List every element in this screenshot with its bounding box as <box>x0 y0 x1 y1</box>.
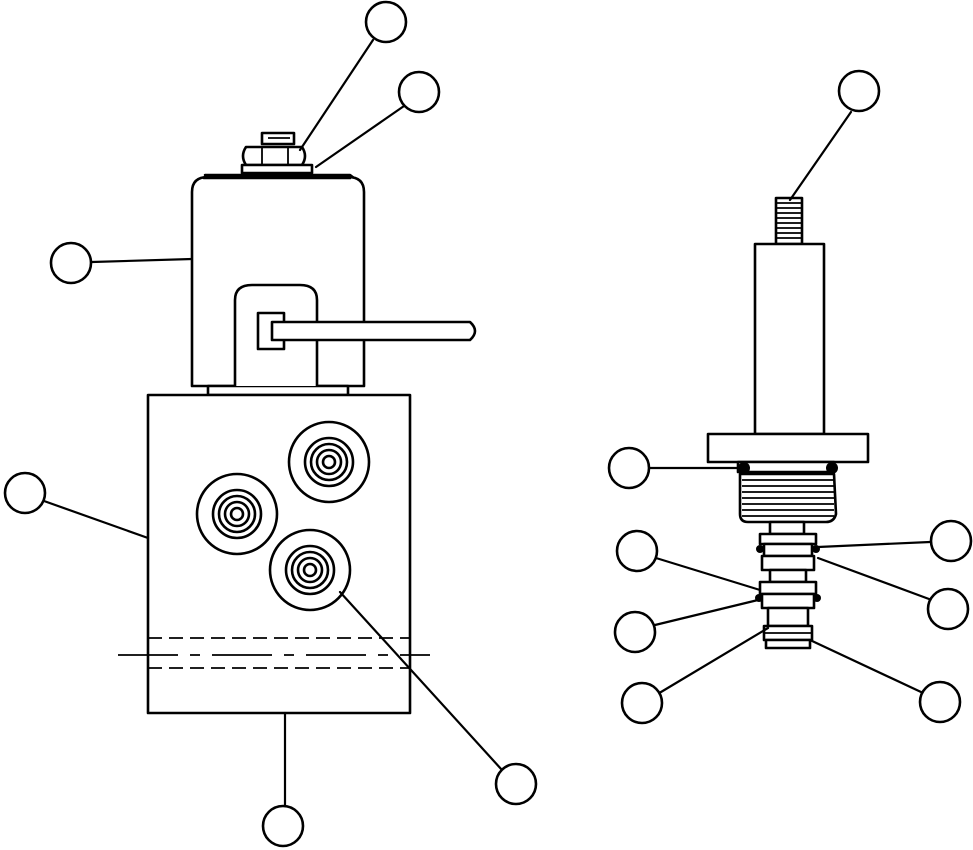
o-ring <box>736 460 838 474</box>
leader-lines <box>42 38 932 808</box>
callout-circle <box>929 519 973 563</box>
lead-wire <box>270 320 477 342</box>
callout-circle <box>3 471 47 515</box>
port-3 <box>268 528 352 612</box>
seal-4 <box>766 606 810 628</box>
callout-circle <box>620 681 664 725</box>
callout-circle <box>918 680 962 724</box>
port-1 <box>287 420 371 504</box>
seal-2 <box>760 554 816 584</box>
callout-circle <box>615 529 659 573</box>
thread-section <box>738 472 838 524</box>
hex-flange <box>706 432 870 464</box>
callout-circle <box>494 762 538 806</box>
spool-end <box>762 624 814 650</box>
callout-circle <box>364 0 408 44</box>
threaded-tip <box>774 196 804 246</box>
cartridge-neck <box>768 520 806 536</box>
port-2 <box>195 472 279 556</box>
callout-circle <box>837 69 881 113</box>
seal-1 <box>756 532 820 558</box>
cartridge-assembly <box>706 196 870 650</box>
callout-circle <box>607 446 651 490</box>
lock-nut <box>241 131 307 167</box>
stem <box>753 242 826 436</box>
washer <box>240 163 314 175</box>
callout-circle <box>397 70 441 114</box>
solenoid-valve-assembly <box>118 131 477 715</box>
callouts <box>3 0 973 848</box>
callout-circle <box>49 241 93 285</box>
seal-3 <box>755 580 821 610</box>
callout-circle <box>261 804 305 848</box>
callout-circle <box>613 610 657 654</box>
callout-circle <box>926 587 970 631</box>
